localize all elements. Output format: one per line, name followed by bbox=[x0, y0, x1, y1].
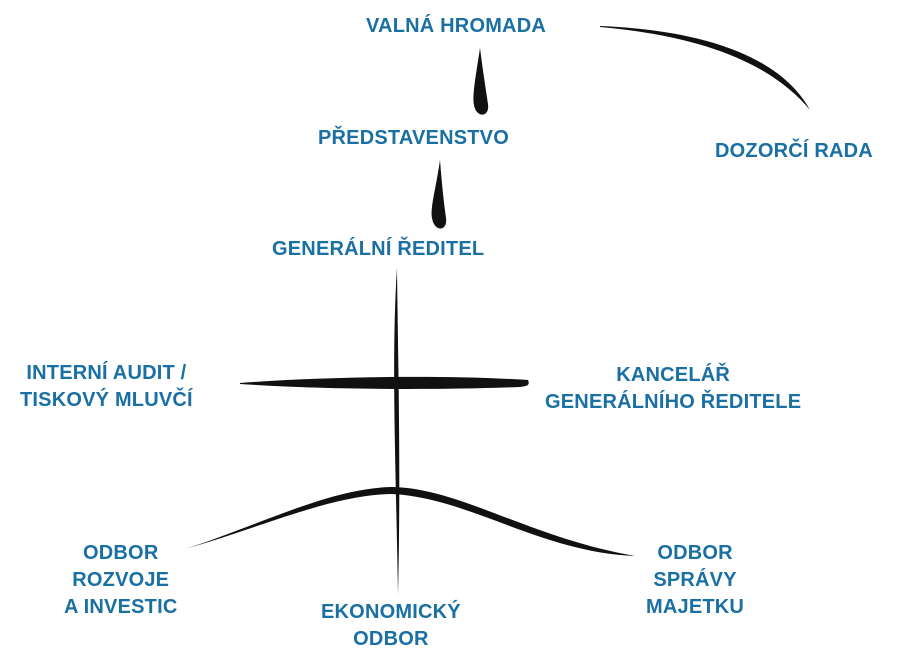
node-internal-audit: INTERNÍ AUDIT / TISKOVÝ MLUVČÍ bbox=[20, 360, 193, 414]
node-development-dept-line-3: A INVESTIC bbox=[64, 596, 178, 618]
node-property-dept: ODBOR SPRÁVY MAJETKU bbox=[646, 540, 744, 621]
node-general-meeting: VALNÁ HROMADA bbox=[366, 13, 546, 40]
node-economic-dept: EKONOMICKÝ ODBOR bbox=[321, 599, 461, 653]
connector-drop-board bbox=[473, 48, 489, 115]
node-board-of-directors-line: PŘEDSTAVENSTVO bbox=[318, 127, 509, 149]
node-development-dept-line-1: ODBOR bbox=[83, 542, 159, 564]
node-property-dept-line-3: MAJETKU bbox=[646, 596, 745, 618]
node-economic-dept-line-2: ODBOR bbox=[353, 628, 429, 650]
node-internal-audit-line-2: TISKOVÝ MLUVČÍ bbox=[20, 389, 193, 411]
connector-swoosh-supervisory bbox=[600, 26, 810, 110]
connector-drop-director bbox=[431, 160, 447, 229]
node-property-dept-line-2: SPRÁVY bbox=[653, 569, 737, 591]
node-director-office: KANCELÁŘ GENERÁLNÍHO ŘEDITELE bbox=[545, 362, 801, 416]
node-board-of-directors: PŘEDSTAVENSTVO bbox=[318, 125, 509, 152]
node-property-dept-line-1: ODBOR bbox=[657, 542, 733, 564]
node-economic-dept-line-1: EKONOMICKÝ bbox=[321, 601, 461, 623]
node-director-office-line-2: GENERÁLNÍHO ŘEDITELE bbox=[545, 391, 802, 413]
node-director-office-line-1: KANCELÁŘ bbox=[616, 364, 731, 386]
node-general-director-line: GENERÁLNÍ ŘEDITEL bbox=[272, 238, 485, 260]
node-supervisory-board-line: DOZORČÍ RADA bbox=[715, 140, 873, 162]
connector-arch-departments bbox=[185, 487, 635, 556]
connector-vertical-spine bbox=[394, 268, 400, 595]
node-general-meeting-line: VALNÁ HROMADA bbox=[366, 15, 546, 37]
node-development-dept: ODBOR ROZVOJE A INVESTIC bbox=[64, 540, 178, 621]
node-supervisory-board: DOZORČÍ RADA bbox=[715, 138, 873, 165]
node-development-dept-line-2: ROZVOJE bbox=[72, 569, 170, 591]
node-general-director: GENERÁLNÍ ŘEDITEL bbox=[272, 236, 484, 263]
node-internal-audit-line-1: INTERNÍ AUDIT / bbox=[26, 362, 187, 384]
connector-horizontal-staff bbox=[240, 376, 529, 389]
